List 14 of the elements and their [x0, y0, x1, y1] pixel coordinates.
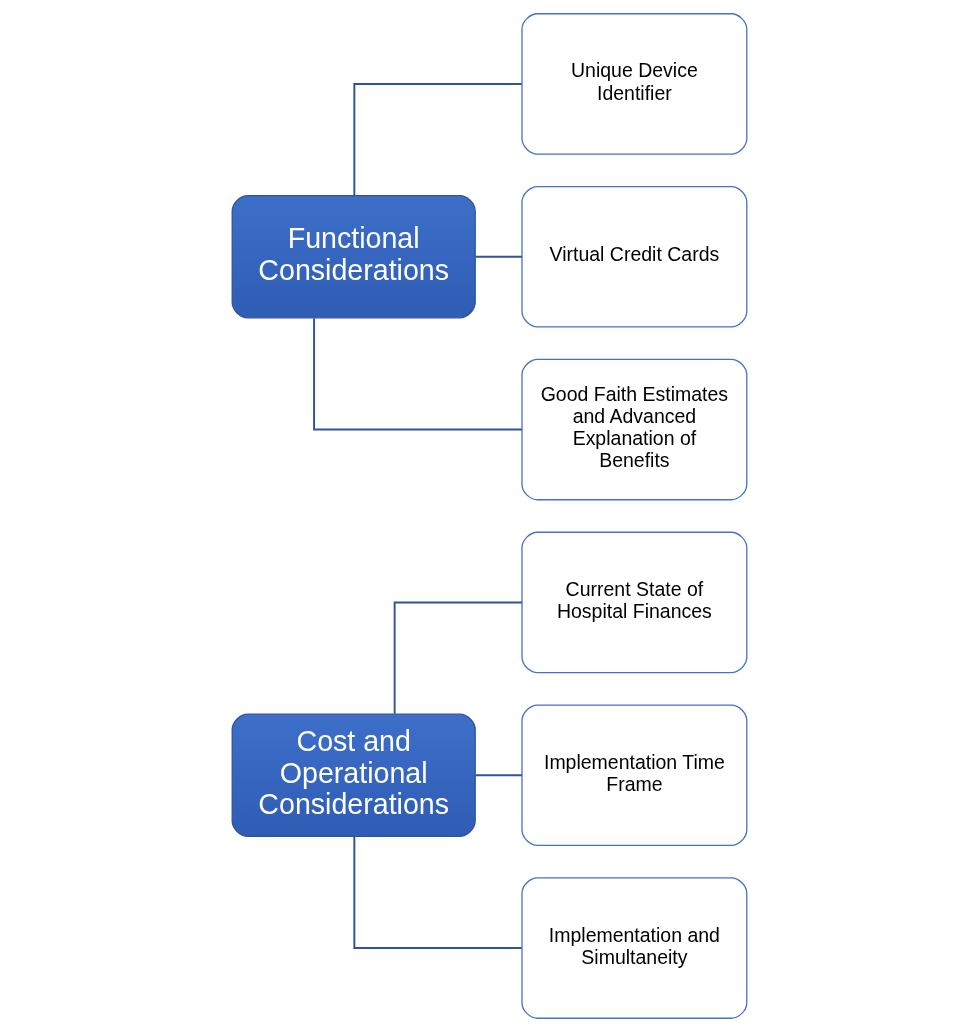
connector: [393, 601, 523, 715]
connector: [474, 255, 523, 258]
connector: [474, 774, 523, 777]
node-box: Functional Considerations: [231, 195, 476, 319]
node-box: Implementation Time Frame: [520, 704, 747, 847]
node-box: Good Faith Estimates and Advanced Explanation of Benefits: [520, 358, 747, 501]
node-box: Implementation and Simultaneity: [520, 877, 747, 1019]
connector: [352, 82, 523, 197]
node-box: Current State of Hospital Finances: [520, 531, 747, 674]
connector: [352, 835, 523, 950]
node-box: Unique Device Identifier: [520, 13, 747, 155]
node-box: Virtual Credit Cards: [520, 185, 747, 328]
connector: [312, 317, 523, 431]
node-box: Cost and Operational Considerations: [231, 713, 476, 837]
